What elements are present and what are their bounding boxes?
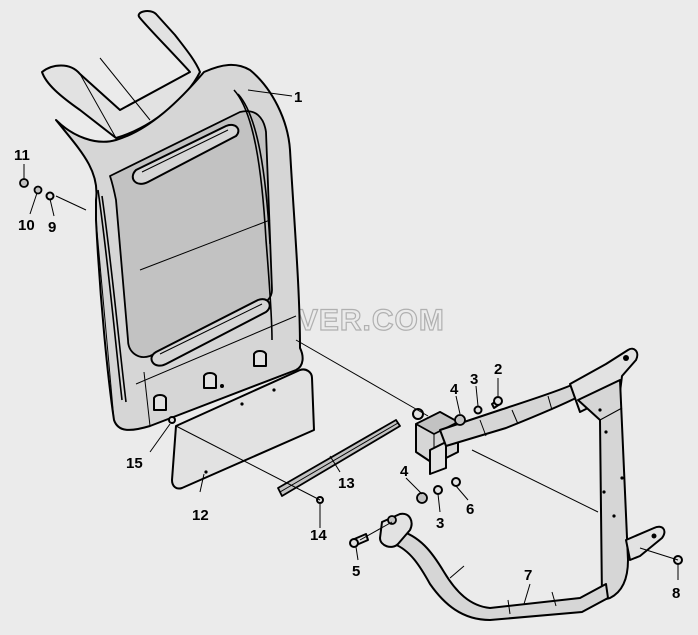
- mount-bracket-block: [412, 408, 459, 475]
- mudguard-part-1: [41, 10, 304, 431]
- callout-3-lower: 3: [436, 515, 444, 532]
- callout-1: 1: [294, 89, 302, 106]
- screw-15: [168, 416, 176, 424]
- callout-9: 9: [48, 219, 56, 236]
- callout-4-lower: 4: [400, 463, 409, 480]
- mount-tab-right: [253, 350, 267, 367]
- strip-part-13: [277, 419, 401, 497]
- bracket-frame-part-7: [379, 347, 666, 621]
- plate-part-12: [171, 368, 315, 490]
- callout-5: 5: [352, 563, 360, 580]
- mount-tab-mid: [203, 372, 217, 389]
- washer-3-upper: [473, 405, 483, 415]
- washer-4-lower: [416, 492, 428, 504]
- mount-tab-left: [153, 394, 167, 411]
- mudguard-top-flap: [41, 10, 201, 139]
- washer-3-lower: [433, 485, 443, 495]
- washer-9: [45, 191, 55, 201]
- callout-10: 10: [18, 217, 35, 234]
- plate-panel: [171, 368, 315, 490]
- lower-mount-plate: [625, 525, 666, 561]
- callout-4-upper: 4: [450, 381, 459, 398]
- assembly-lines: [55, 195, 679, 561]
- callout-8: 8: [672, 585, 680, 602]
- callout-6: 6: [466, 501, 474, 518]
- callout-3-upper: 3: [470, 371, 478, 388]
- leader-lines: [23, 89, 679, 605]
- callout-15: 15: [126, 455, 143, 472]
- callout-11: 11: [14, 147, 30, 164]
- callout-2: 2: [494, 361, 502, 378]
- callout-7: 7: [524, 567, 532, 584]
- upper-slot: [131, 124, 240, 185]
- callout-12: 12: [192, 507, 209, 524]
- washer-4-upper: [454, 414, 466, 426]
- washer-10: [33, 185, 43, 195]
- nut-11: [19, 178, 29, 188]
- lower-slot: [150, 298, 271, 367]
- nut-6: [451, 477, 461, 487]
- vertical-column: [577, 379, 629, 601]
- callout-13: 13: [338, 475, 355, 492]
- callout-labels: 1 2 3 4 4 3 6 5 7 8 9 10 11 12 13 14 15: [14, 89, 680, 602]
- callout-14: 14: [310, 527, 327, 544]
- lower-arm: [393, 529, 609, 621]
